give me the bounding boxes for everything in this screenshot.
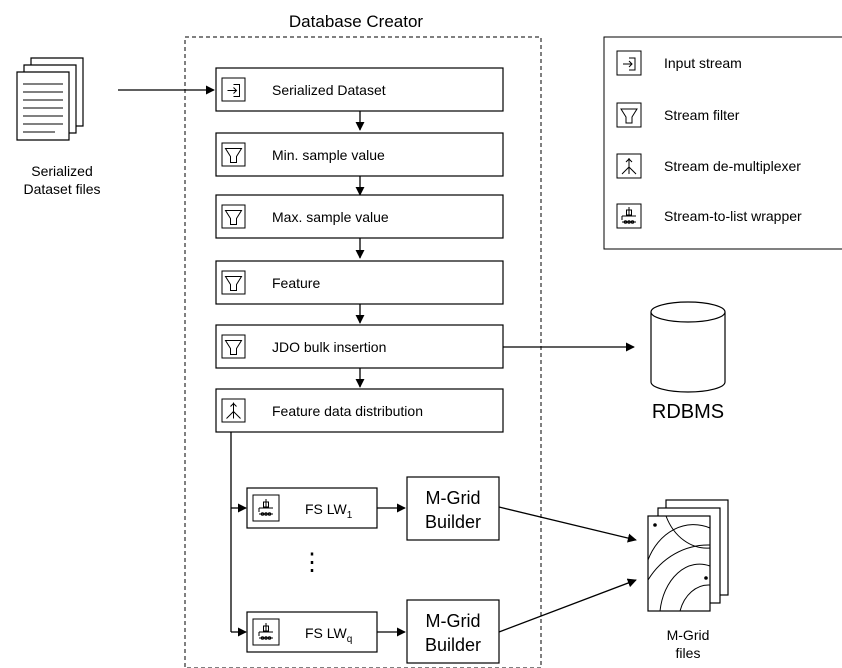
stage-feature-data-distribution: Feature data distribution bbox=[215, 388, 504, 433]
wrapper-fs-lw-q: FS LWq bbox=[246, 611, 378, 653]
input-files-label-line1: Serialized bbox=[31, 163, 92, 179]
legend-item-stream-filter: Stream filter bbox=[616, 102, 740, 128]
stage-label: JDO bulk insertion bbox=[272, 339, 386, 355]
wrapper-label: FS LW1 bbox=[305, 501, 353, 521]
stage-min-sample-value: Min. sample value bbox=[215, 132, 504, 177]
legend-label: Stream filter bbox=[664, 107, 740, 123]
m-grid-files-label-line2: files bbox=[676, 645, 701, 661]
stage-feature: Feature bbox=[215, 260, 504, 305]
stage-label: Max. sample value bbox=[272, 209, 389, 225]
wrapper-label: FS LWq bbox=[305, 625, 352, 645]
legend-label: Input stream bbox=[664, 55, 742, 71]
diagram-title: Database Creator bbox=[289, 12, 424, 31]
wrapper-fs-lw-1: FS LW1 bbox=[246, 487, 378, 529]
legend-label: Stream-to-list wrapper bbox=[664, 208, 802, 224]
stage-label: Serialized Dataset bbox=[272, 82, 386, 98]
legend-item-input-stream: Input stream bbox=[616, 50, 742, 76]
legend-item-stream-to-list-wrapper: Stream-to-list wrapper bbox=[616, 203, 802, 229]
stage-label: Feature bbox=[272, 275, 320, 291]
rdbms-label: RDBMS bbox=[652, 401, 724, 423]
m-grid-files-label-line1: M-Grid bbox=[667, 627, 710, 643]
serialized-dataset-files-icon bbox=[16, 57, 84, 141]
stage-label: Feature data distribution bbox=[272, 403, 423, 419]
m-grid-builder-2: M-Grid Builder bbox=[406, 599, 500, 664]
svg-text:M-Grid: M-Grid bbox=[426, 611, 481, 631]
svg-text:Builder: Builder bbox=[425, 512, 481, 532]
stage-serialized-dataset: Serialized Dataset bbox=[215, 67, 504, 112]
legend-label: Stream de-multiplexer bbox=[664, 158, 801, 174]
m-grid-builder-1: M-Grid Builder bbox=[406, 476, 500, 541]
ellipsis: ⋮ bbox=[300, 549, 324, 576]
database-creator-container bbox=[184, 36, 542, 668]
arrow-builder-1-to-files bbox=[498, 506, 637, 543]
stage-max-sample-value: Max. sample value bbox=[215, 194, 504, 239]
stage-jdo-bulk-insertion: JDO bulk insertion bbox=[215, 324, 504, 369]
m-grid-files-icon bbox=[647, 499, 729, 612]
rdbms-database-icon bbox=[650, 301, 726, 393]
input-files-label-line2: Dataset files bbox=[23, 181, 100, 197]
stage-label: Min. sample value bbox=[272, 147, 385, 163]
arrow-builder-2-to-files bbox=[498, 578, 637, 633]
svg-text:M-Grid: M-Grid bbox=[426, 488, 481, 508]
legend: Input stream Stream filter Stream de-mul… bbox=[603, 36, 842, 250]
legend-item-stream-demultiplexer: Stream de-multiplexer bbox=[616, 153, 801, 179]
svg-text:Builder: Builder bbox=[425, 635, 481, 655]
